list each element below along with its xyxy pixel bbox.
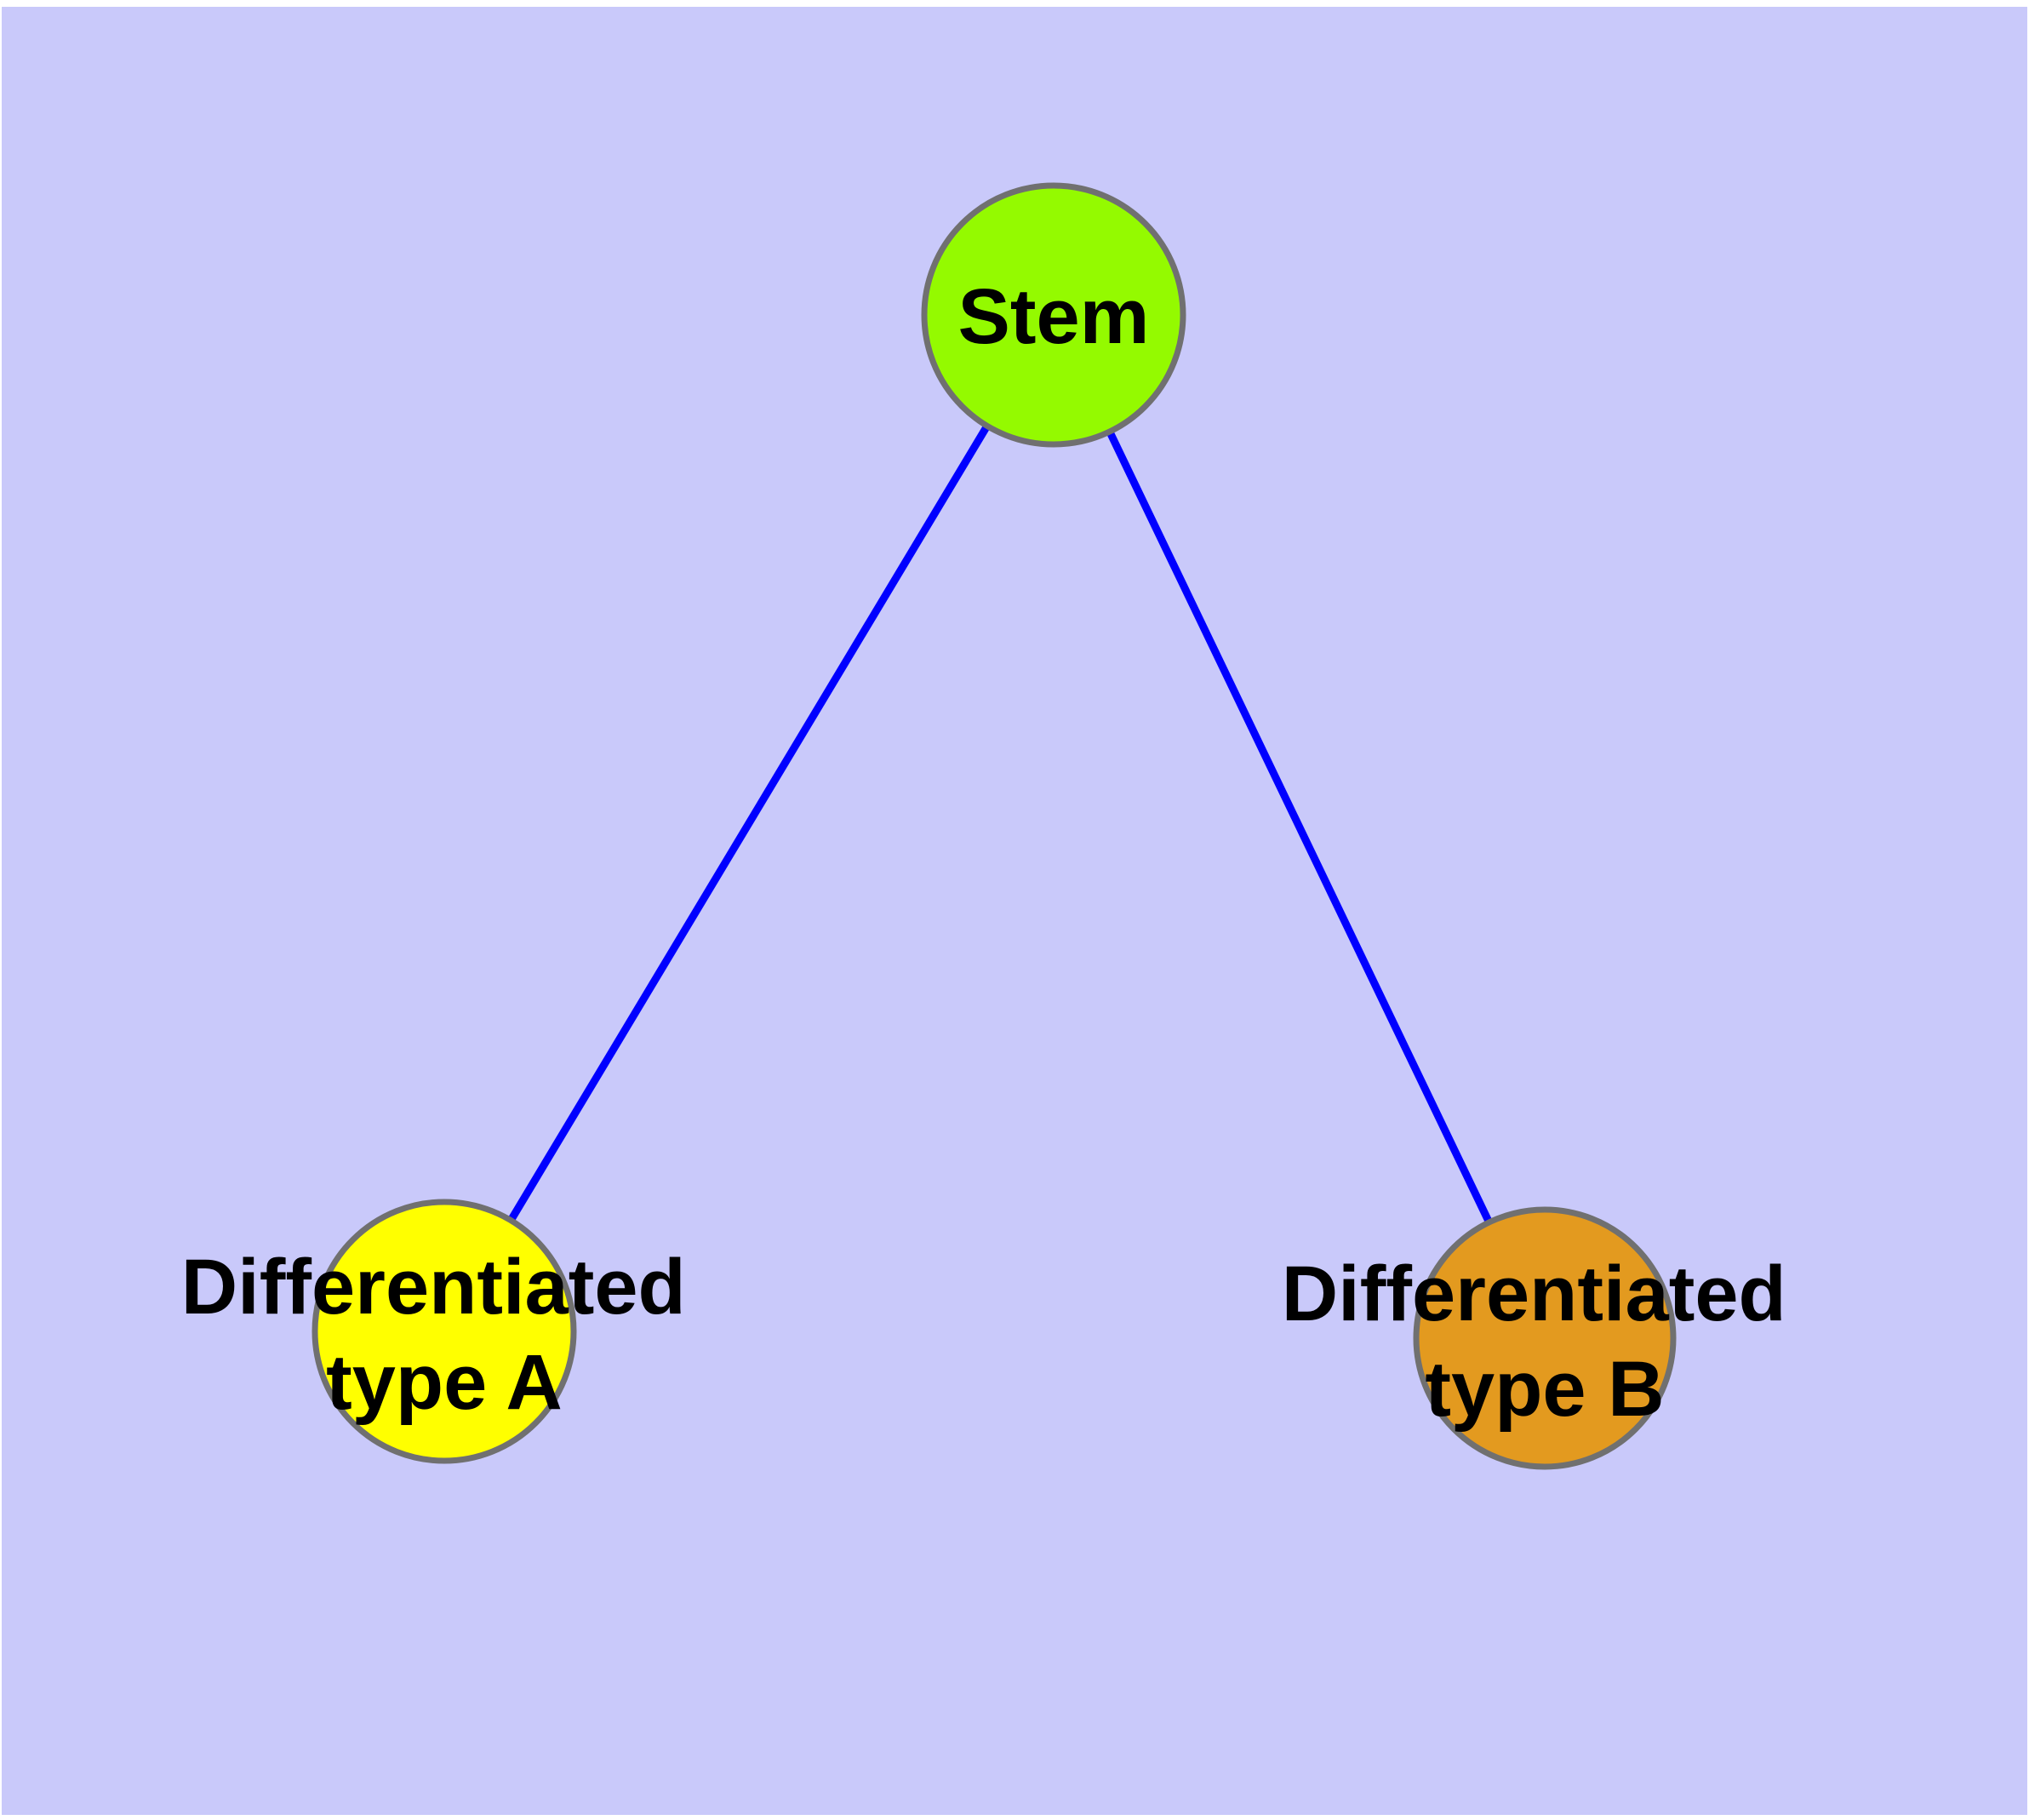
edge-stem-to-type-b [1049,313,1549,1340]
node-type-b-label: Differentiated type B [1282,1251,1809,1433]
node-type-a-label: Differentiated type A [181,1244,708,1426]
node-stem [921,182,1186,448]
node-type-a-label-line2: type A [326,1339,563,1426]
node-type-a-label-line1: Differentiated [181,1244,686,1331]
edge-stem-to-type-a [441,312,1057,1334]
node-differentiated-type-a [311,1199,577,1464]
node-stem-label: Stem [958,273,1150,360]
node-type-b-label-line1: Differentiated [1282,1251,1786,1337]
node-type-b-label-line2: type B [1425,1346,1664,1433]
node-differentiated-type-b [1413,1206,1677,1470]
